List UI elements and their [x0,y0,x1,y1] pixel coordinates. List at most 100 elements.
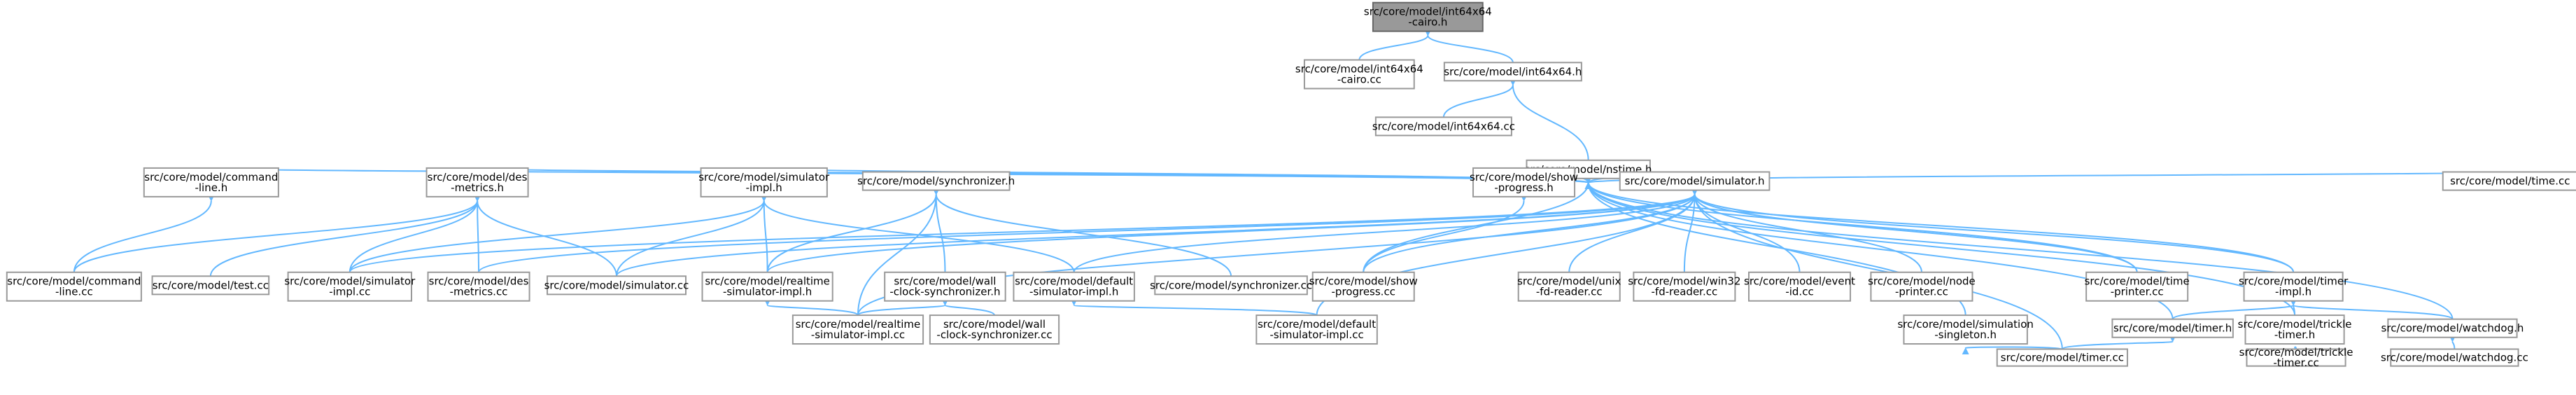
node-label-line: src/core/model/timer.h [2113,322,2232,335]
node-label-line: src/core/model/test.cc [153,279,269,291]
node-testcc[interactable]: src/core/model/test.cc [151,275,270,296]
node-nodecc[interactable]: src/core/model/node-printer.cc [1868,271,1976,302]
node-timercc[interactable]: src/core/model/timer.cc [1996,348,2128,367]
node-box [547,275,687,296]
node-box [1472,167,1576,198]
node-int64h[interactable]: src/core/model/int64x64.h [1443,62,1582,82]
node-tricklecc[interactable]: src/core/model/trickle-timer.cc [2239,346,2353,369]
node-watchh[interactable]: src/core/model/watchdog.h [2381,318,2524,338]
node-rtimplh[interactable]: src/core/model/realtime-simulator-impl.h [701,271,833,302]
node-unixcc[interactable]: src/core/model/unix-fd-reader.cc [1517,271,1621,302]
node-wallh[interactable]: src/core/model/wall-clock-synchronizer.h [884,271,1006,302]
node-simimplh[interactable]: src/core/model/simulator-impl.h [698,167,830,198]
node-box [143,167,279,198]
edge-n_watchh-n_watchcc [2449,335,2456,349]
node-label-line: -printer.cc [2111,286,2164,298]
edge-n_desh-n_descc [474,194,481,272]
node-box [2442,171,2576,191]
node-label-line: src/core/model/win32 [1628,275,1740,288]
edges [73,29,2511,355]
node-rtimplcc[interactable]: src/core/model/realtime-simulator-impl.c… [791,314,924,345]
node-label-line: src/core/model/simulation [1897,318,2033,331]
node-showcc[interactable]: src/core/model/show-progress.cc [1309,271,1418,302]
node-label-line: src/core/model/command [144,171,278,183]
node-showh[interactable]: src/core/model/show-progress.h [1470,167,1578,198]
node-cmdh[interactable]: src/core/model/command-line.h [143,167,279,198]
node-label-line: -clock-synchronizer.h [889,286,1000,298]
node-win32cc[interactable]: src/core/model/win32-fd-reader.cc [1628,271,1741,302]
node-simh[interactable]: src/core/model/simulator.h [1619,171,1771,191]
node-label-line: src/core/model/default [1258,318,1376,331]
node-box [427,271,530,302]
node-eventcc[interactable]: src/core/model/event-id.cc [1744,271,1855,302]
node-label-line: -simulator-impl.cc [811,328,905,341]
node-defh[interactable]: src/core/model/default-simulator-impl.h [1013,271,1135,302]
node-watchcc[interactable]: src/core/model/watchdog.cc [2381,348,2528,367]
edge-n_simh-n_eventcc [1691,188,1801,272]
edge-n_simh-n_win32cc [1683,188,1698,272]
edge-n_wallh-n_wallcc [941,298,995,316]
node-box [1619,171,1771,191]
node-timerh[interactable]: src/core/model/timer.h [2111,318,2234,338]
node-timerimplh[interactable]: src/core/model/timer-impl.h [2239,271,2349,302]
edge-n_simimplh-n_simcc [616,194,768,277]
node-box [2390,348,2519,367]
node-box [1303,59,1415,90]
node-label-line: src/core/model/int64x64.h [1444,65,1582,78]
node-box [2244,314,2345,345]
node-tprintcc[interactable]: src/core/model/time-printer.cc [2085,271,2190,302]
node-timecc[interactable]: src/core/model/time.cc [2442,171,2576,191]
node-box [861,171,1011,191]
node-box [1013,271,1135,302]
node-int64cc[interactable]: src/core/model/int64x64.cc [1372,116,1515,137]
node-descc[interactable]: src/core/model/des-metrics.cc [427,271,530,302]
node-label-line: -clock-synchronizer.cc [936,328,1052,341]
node-label-line: -progress.h [1494,181,1553,194]
node-box [1996,348,2128,367]
node-label-line: src/core/model/show [1309,275,1418,288]
edge-n_timerimplh-n_timerh [2172,298,2297,320]
node-defcc[interactable]: src/core/model/default-simulator-impl.cc [1255,314,1378,345]
node-box [1443,62,1582,82]
node-simcc[interactable]: src/core/model/simulator.cc [544,275,689,296]
node-box [2246,348,2346,367]
node-wallcc[interactable]: src/core/model/wall-clock-synchronizer.c… [929,314,1060,345]
node-synch[interactable]: src/core/model/synchronizer.h [857,171,1015,191]
node-label-line: src/core/model/watchdog.cc [2381,352,2528,364]
node-box [151,275,270,296]
edge-n_desh-n_cmdcc [73,194,481,272]
node-label-line: src/core/model/int64x64.cc [1372,120,1515,132]
node-label-line: -id.cc [1785,286,1813,298]
node-label-line: src/core/model/des [428,171,528,183]
node-box [1903,314,2028,345]
edge-n_singh-n_timercc [1962,346,2063,355]
node-desh[interactable]: src/core/model/des-metrics.h [425,167,529,198]
node-singh[interactable]: src/core/model/simulation-singleton.h [1897,314,2034,345]
node-box [1154,275,1308,296]
node-box [1748,271,1852,302]
edge-n_root-n_int64h [1424,29,1514,63]
edge-n_simh-n_rtimplh [766,188,1698,273]
node-cairo_cc[interactable]: src/core/model/int64x64-cairo.cc [1295,59,1423,90]
node-trickleh[interactable]: src/core/model/trickle-timer.h [2238,314,2352,345]
edge-n_int64h-n_int64cc [1442,78,1516,118]
node-label-line: src/core/model/realtime [705,275,830,288]
node-label-line: -timer.h [2274,328,2315,341]
node-simimplcc[interactable]: src/core/model/simulator-impl.cc [284,271,416,302]
node-label-line: -line.h [195,181,227,194]
node-box [2085,271,2189,302]
node-synccc[interactable]: src/core/model/synchronizer.cc [1150,275,1312,296]
node-cmdcc[interactable]: src/core/model/command-line.cc [6,271,142,302]
node-box [6,271,142,302]
node-box [2111,318,2234,338]
edge-n_simimplh-n_rtimplh [760,194,768,272]
edge-n_nstime-n_timerimplh [1584,176,2295,272]
node-label-line: src/core/model/des [429,275,529,288]
node-label-line: src/core/model/event [1744,275,1855,288]
node-box [1372,1,1484,32]
edge-n_synch-n_synccc [932,188,1232,277]
node-box [287,271,412,302]
node-label-line: src/core/model/timer.cc [2001,352,2124,364]
node-label-line: src/core/model/int64x64 [1364,6,1492,18]
